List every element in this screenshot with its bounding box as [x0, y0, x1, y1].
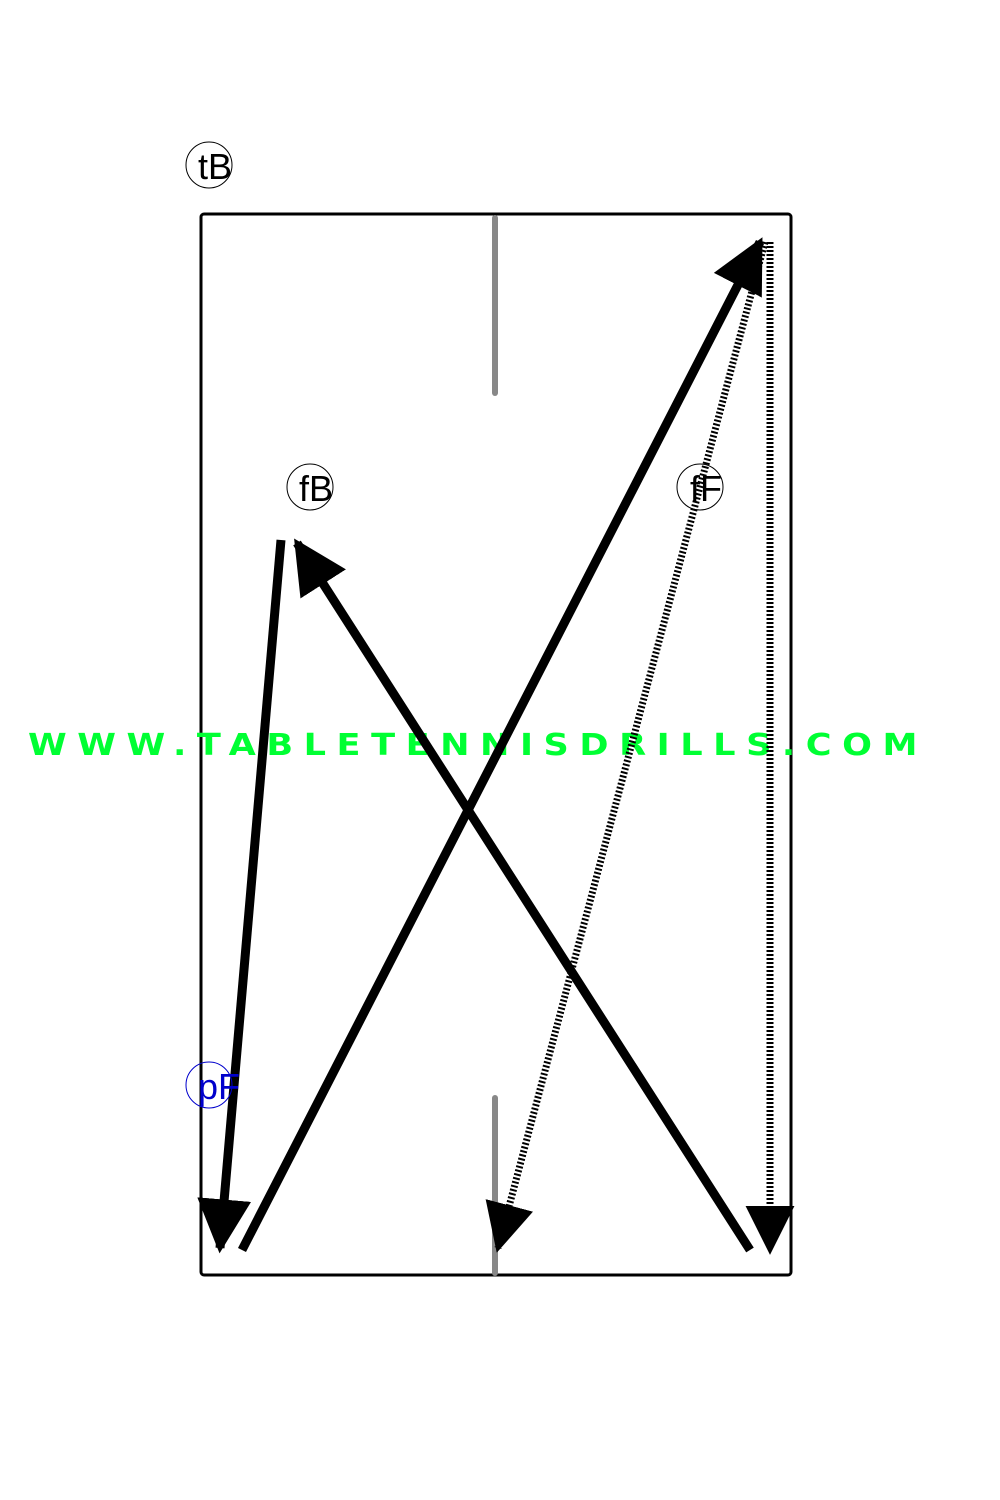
arrow-bottom-right-to-fb — [293, 538, 754, 1253]
watermark-text: WWW.TABLETENNISDRILLS.COM — [28, 728, 928, 763]
label-fB-text: fB — [299, 468, 333, 509]
label-pF-text: pF — [198, 1066, 240, 1107]
label-tB-circle — [185, 141, 233, 189]
label-fB-circle — [286, 463, 334, 511]
arrow-top-right-to-bottom-center — [485, 241, 769, 1253]
label-fF-circle — [676, 463, 724, 511]
label-tB-text: tB — [198, 146, 232, 187]
label-tB: tB — [185, 141, 233, 189]
label-fB: fB — [286, 463, 334, 511]
label-pF-circle — [185, 1061, 233, 1109]
arrow-fb-to-bottom-left — [197, 539, 286, 1254]
label-fF-text: fF — [690, 468, 722, 509]
arrow-bottom-left-to-top-right — [237, 237, 765, 1253]
label-pF: pF — [185, 1061, 240, 1109]
label-fF: fF — [676, 463, 724, 511]
